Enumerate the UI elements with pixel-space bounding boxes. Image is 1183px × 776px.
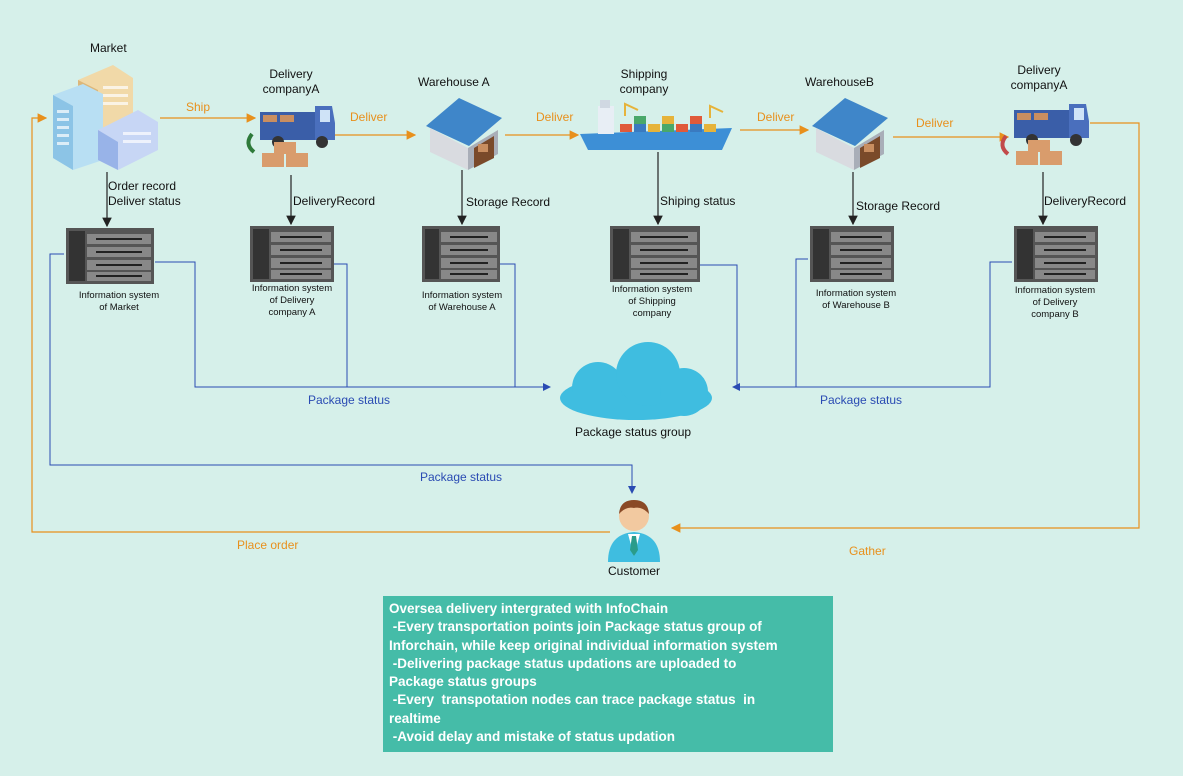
summary-line: -Delivering package status updations are… bbox=[389, 655, 737, 671]
flow-label-gather: Gather bbox=[849, 544, 886, 558]
warehouse-a-server-icon bbox=[422, 226, 500, 282]
shipping-server-icon bbox=[610, 226, 700, 282]
flow-label-deliver-3: Deliver bbox=[757, 110, 795, 124]
warehouse-b-icon bbox=[812, 98, 888, 170]
customer-avatar-icon bbox=[608, 500, 660, 562]
market-title: Market bbox=[90, 41, 127, 55]
summary-line: -Every transpotation nodes can trace pac… bbox=[389, 692, 756, 708]
market-buildings-icon bbox=[53, 65, 158, 170]
delivery-truck-b-icon bbox=[1000, 104, 1089, 165]
status-label-bottom: Package status bbox=[420, 470, 503, 484]
flow-label-ship: Ship bbox=[186, 100, 211, 114]
flow-label-place-order: Place order bbox=[237, 538, 299, 552]
flow-label-deliver-2: Deliver bbox=[536, 110, 574, 124]
status-label-left: Package status bbox=[308, 393, 391, 407]
cloud-label: Package status group bbox=[575, 425, 692, 439]
shipping-record: Shiping status bbox=[660, 194, 736, 208]
delivery-a-record: DeliveryRecord bbox=[293, 194, 376, 208]
status-label-right: Package status bbox=[820, 393, 903, 407]
summary-line: Package status groups bbox=[389, 674, 537, 690]
delivery-b-record: DeliveryRecord bbox=[1044, 194, 1127, 208]
customer-label: Customer bbox=[608, 564, 661, 578]
flow-label-deliver-1: Deliver bbox=[350, 110, 388, 124]
summary-box: Oversea delivery intergrated with InfoCh… bbox=[383, 596, 833, 752]
delivery-truck-a-icon bbox=[246, 106, 335, 167]
summary-line: -Every transportation points join Packag… bbox=[389, 619, 762, 635]
warehouse-b-record: Storage Record bbox=[856, 199, 941, 213]
warehouse-a-record: Storage Record bbox=[466, 195, 551, 209]
cloud-icon bbox=[560, 342, 712, 420]
warehouse-b-title: WarehouseB bbox=[805, 75, 874, 89]
flow-place-order bbox=[31, 113, 610, 533]
flow-gather bbox=[670, 122, 1140, 533]
delivery-a-server-icon bbox=[250, 226, 334, 282]
cargo-ship-icon bbox=[580, 100, 732, 150]
warehouse-b-server-icon bbox=[810, 226, 894, 282]
summary-line: Oversea delivery intergrated with InfoCh… bbox=[389, 601, 669, 616]
summary-line: realtime bbox=[389, 710, 441, 726]
market-server-icon bbox=[66, 228, 154, 284]
warehouse-a-title: Warehouse A bbox=[418, 75, 490, 89]
delivery-b-server-icon bbox=[1014, 226, 1098, 282]
summary-line: -Avoid delay and mistake of status updat… bbox=[389, 729, 676, 745]
warehouse-a-icon bbox=[426, 98, 502, 170]
summary-line: Inforchain, while keep original individu… bbox=[389, 637, 778, 653]
flow-label-deliver-4: Deliver bbox=[916, 116, 954, 130]
